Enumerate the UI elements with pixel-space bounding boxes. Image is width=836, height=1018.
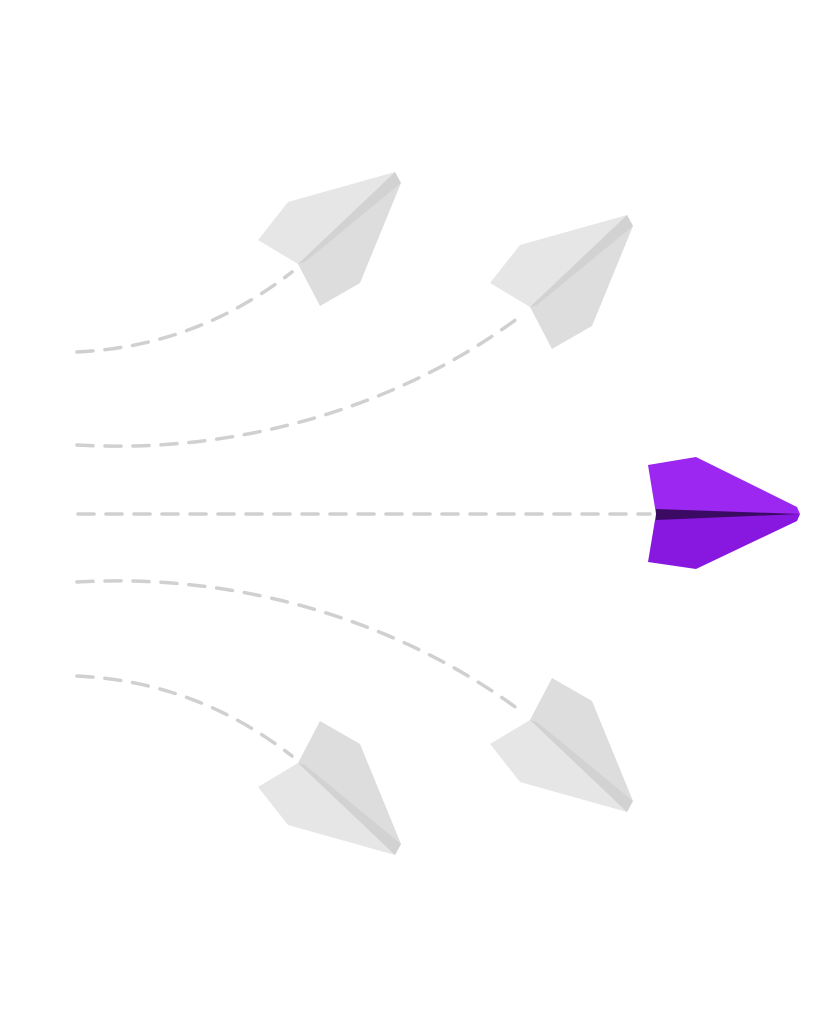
paper-plane-icon (490, 215, 633, 349)
flight-path-lower-outer (75, 674, 294, 758)
flight-path-upper-inner (75, 313, 524, 448)
paper-plane-icon-highlighted (648, 457, 800, 569)
paper-plane-icon (258, 721, 401, 855)
flight-path-lower-inner (75, 579, 524, 714)
paper-plane-icon (490, 678, 633, 812)
flight-paths (75, 270, 652, 758)
flight-path-upper-outer (75, 270, 294, 354)
paper-plane-icon (258, 172, 401, 306)
